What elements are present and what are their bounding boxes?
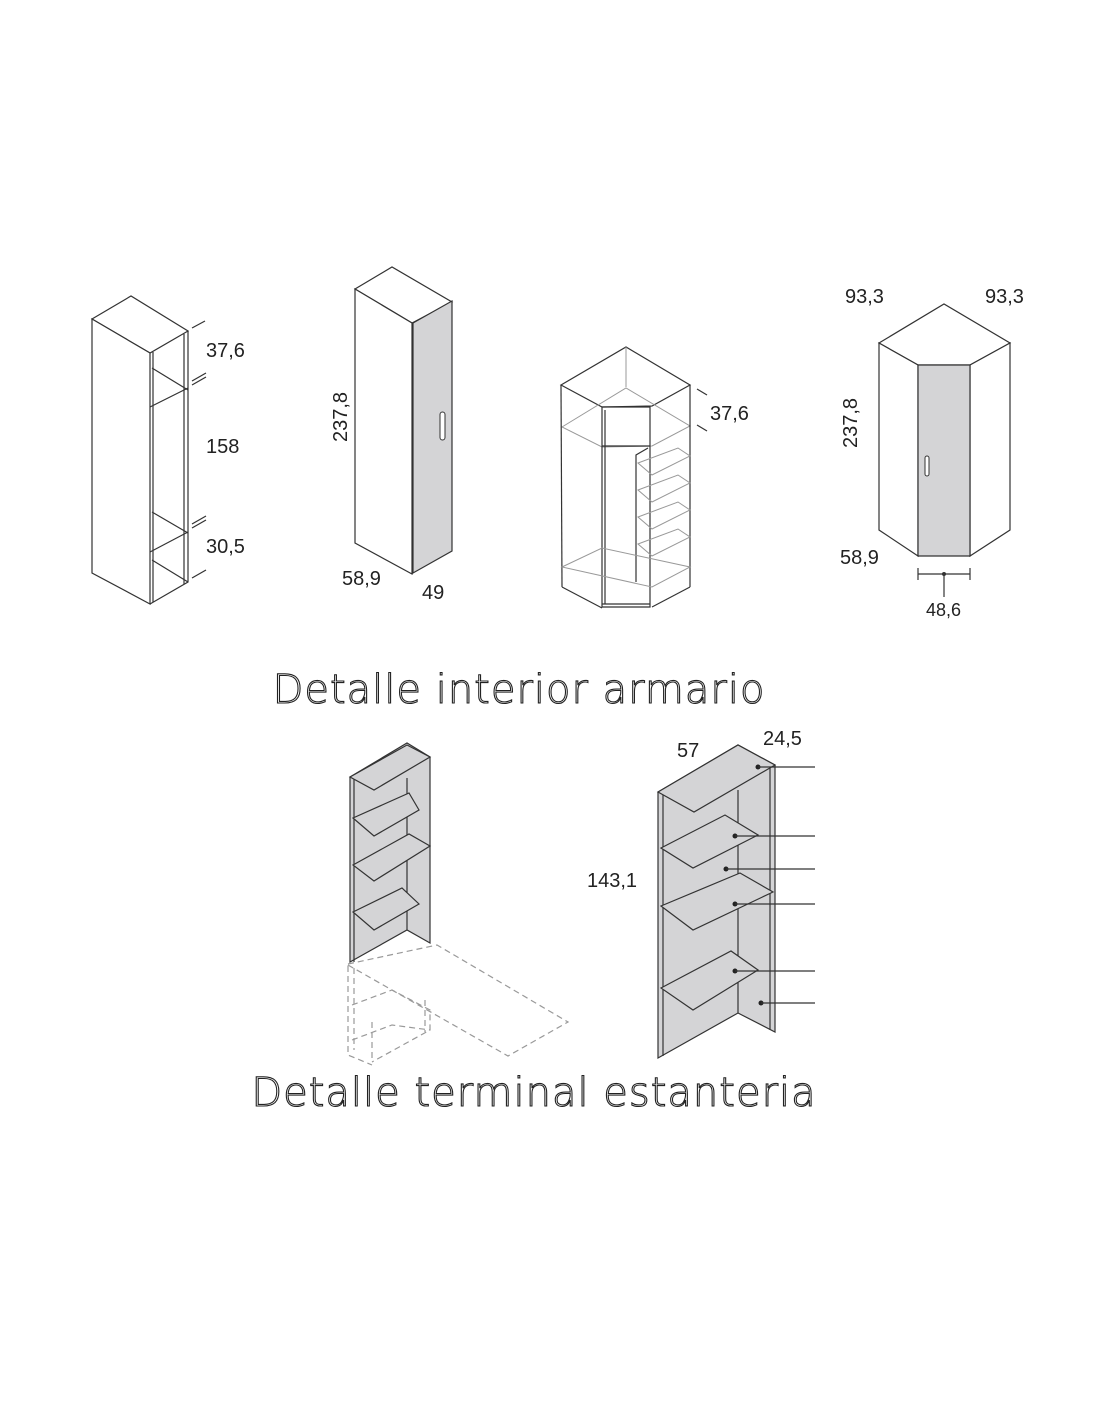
section-title-interior: Detalle interior armario (273, 667, 766, 713)
corner-wardrobe-drawing (877, 303, 1012, 597)
open-module-drawing (90, 295, 207, 606)
open-module-top-gap: 37,6 (206, 340, 245, 362)
corner-interior-drawing (559, 346, 708, 609)
wardrobe-height: 237,8 (330, 392, 352, 442)
corner-side-left: 93,3 (845, 286, 884, 308)
shelf-with-desk-drawing (347, 742, 570, 1066)
door-handle-icon (924, 455, 930, 477)
shelf-width: 57 (677, 740, 699, 762)
shelf-unit-drawing (656, 744, 815, 1060)
open-module-bottom-gap: 30,5 (206, 536, 245, 558)
single-door-wardrobe-drawing (353, 266, 454, 576)
door-handle-icon (439, 411, 446, 441)
corner-door-width: 48,6 (926, 600, 961, 620)
section-title-terminal: Detalle terminal estanteria (251, 1070, 816, 1116)
shelf-depth: 24,5 (763, 728, 802, 750)
corner-depth: 58,9 (840, 547, 879, 569)
corner-side-right: 93,3 (985, 286, 1024, 308)
wardrobe-width: 49 (422, 582, 444, 604)
shelf-height: 143,1 (587, 870, 637, 892)
corner-interior-top-gap: 37,6 (710, 403, 749, 425)
open-module-middle-gap: 158 (206, 436, 239, 458)
corner-height: 237,8 (840, 398, 862, 448)
wardrobe-depth: 58,9 (342, 568, 381, 590)
